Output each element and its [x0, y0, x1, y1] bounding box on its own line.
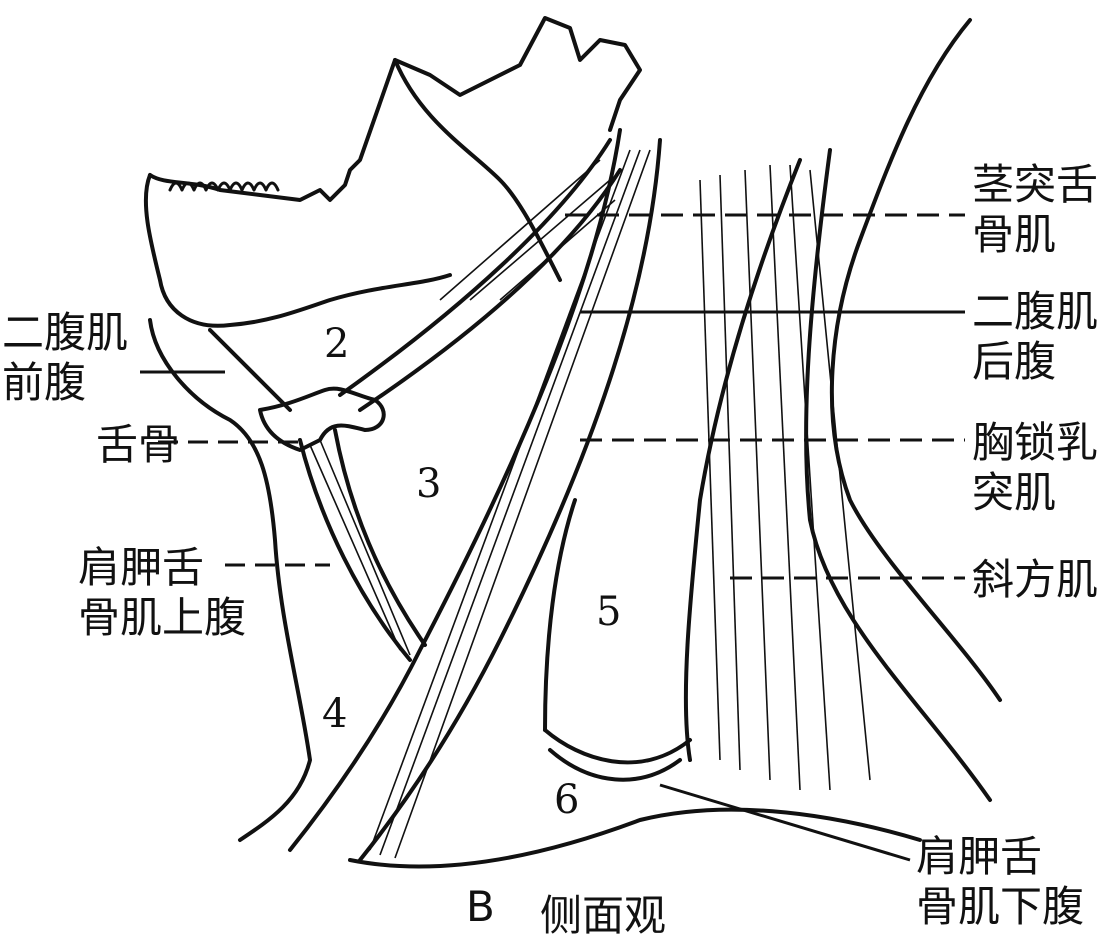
label-omohyoid-inferior: 肩胛舌 骨肌下腹 — [916, 832, 1084, 932]
clavicle — [348, 807, 922, 869]
trapezius-muscle — [683, 158, 802, 762]
label-stylohyoid: 茎突舌 骨肌 — [972, 160, 1098, 260]
label-line: 后腹 — [972, 337, 1057, 386]
label-line: 前腹 — [2, 358, 87, 407]
label-line: 舌骨 — [96, 420, 181, 469]
label-line: 肩胛舌 — [78, 543, 205, 592]
label-line: 二腹肌 — [2, 308, 129, 357]
label-line: 突肌 — [972, 468, 1057, 517]
label-trapezius: 斜方肌 — [972, 555, 1098, 605]
label-hyoid: 舌骨 — [96, 420, 180, 470]
label-line: 肩胛舌 — [916, 832, 1043, 881]
region-number-5: 5 — [596, 589, 622, 635]
label-omohyoid-superior: 肩胛舌 骨肌上腹 — [78, 543, 246, 643]
sternocleidomastoid-muscle — [288, 128, 622, 852]
label-line: 二腹肌 — [972, 287, 1099, 336]
teeth — [168, 181, 280, 192]
digastric-anterior-belly — [208, 328, 292, 412]
region-number-6: 6 — [554, 777, 580, 823]
label-digastric-anterior: 二腹肌 前腹 — [2, 308, 128, 408]
caption-text: 侧面观 — [540, 891, 667, 940]
mandible-outline — [148, 16, 642, 202]
label-line: 茎突舌 — [972, 160, 1099, 209]
label-digastric-posterior: 二腹肌 后腹 — [972, 287, 1098, 387]
label-line: 骨肌 — [972, 210, 1057, 259]
region-number-4: 4 — [322, 691, 348, 737]
muscle-fibers — [309, 149, 871, 859]
label-line: 斜方肌 — [972, 555, 1099, 604]
region-number-2: 2 — [324, 321, 350, 367]
jaw-lower-border — [143, 173, 452, 328]
ramus — [393, 58, 562, 282]
neck-front-outline — [148, 318, 312, 842]
caption-letter: B — [466, 882, 495, 931]
leader-lines — [140, 213, 965, 862]
hyoid-bone — [258, 386, 386, 452]
omohyoid-superior-belly — [298, 438, 412, 662]
label-line: 胸锁乳 — [972, 418, 1099, 467]
label-line: 骨肌上腹 — [78, 593, 247, 642]
region-number-3: 3 — [416, 461, 442, 507]
omohyoid-inferior-belly — [543, 728, 692, 765]
label-sternocleidomastoid: 胸锁乳 突肌 — [972, 418, 1098, 518]
label-line: 骨肌下腹 — [916, 882, 1085, 931]
digastric-posterior-belly — [338, 138, 612, 397]
neck-back-outline — [829, 18, 1002, 702]
